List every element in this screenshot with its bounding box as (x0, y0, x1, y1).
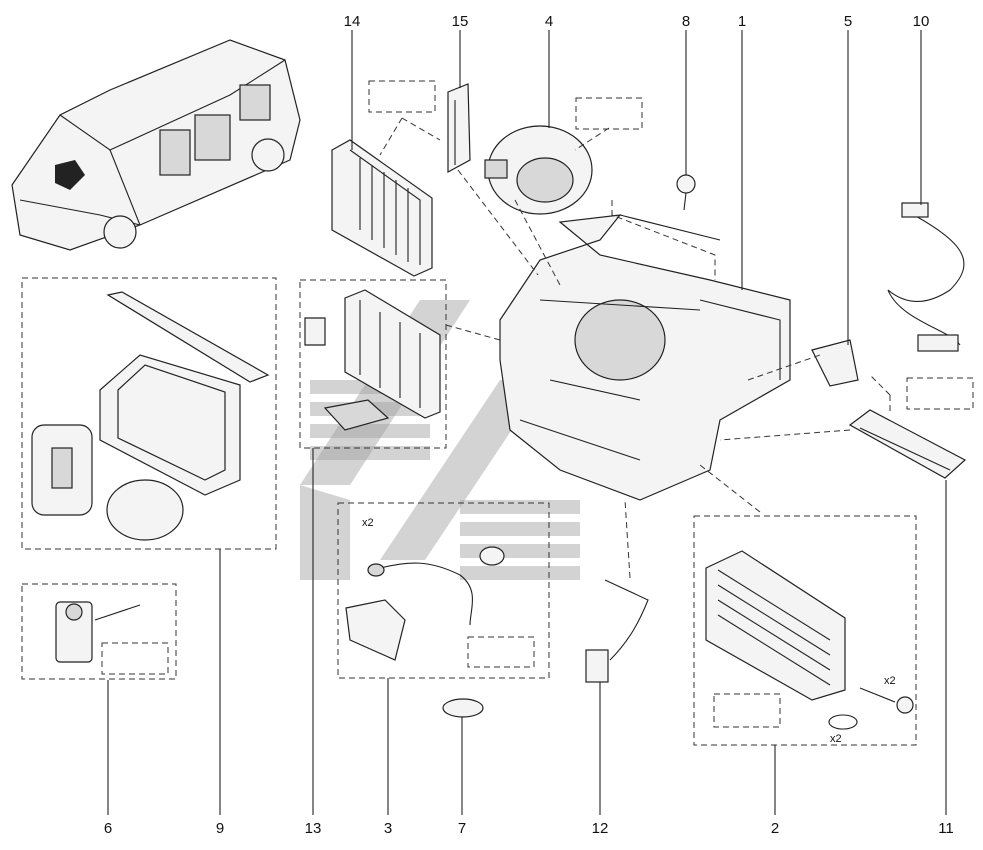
kit-box-9 (21, 277, 277, 550)
callout-9: 9 (216, 820, 224, 837)
part-12-sensor (585, 579, 649, 683)
callout-8: 8 (682, 13, 690, 30)
kit-box-13 (299, 279, 447, 449)
leader-lines (107, 30, 947, 815)
part-7-seal (442, 698, 484, 718)
label-box-5-11 (906, 377, 974, 410)
callout-10: 10 (913, 13, 930, 30)
part-10-wiring-harness (887, 202, 965, 352)
part-14-cabin-filter (331, 139, 433, 277)
callout-11: 11 (938, 820, 954, 837)
qty-tag-kit-2-seal: x2 (830, 733, 842, 745)
part-8-fastener (676, 174, 696, 211)
vehicle-illustration (11, 39, 301, 251)
kit-box-2 (693, 515, 917, 746)
qty-tag-kit-3: x2 (362, 517, 374, 529)
label-box-4 (575, 97, 643, 130)
part-5-resistor (811, 339, 859, 387)
callout-2: 2 (771, 820, 779, 837)
label-box-14-15 (368, 80, 436, 113)
callout-14: 14 (344, 13, 361, 30)
callout-6: 6 (104, 820, 112, 837)
assembly-arrows (379, 117, 891, 579)
callout-7: 7 (458, 820, 466, 837)
kit-box-3 (337, 502, 550, 679)
kit-box-6 (21, 583, 177, 680)
callout-15: 15 (452, 13, 469, 30)
part-15-filter-cover (447, 83, 471, 174)
callout-5: 5 (844, 13, 852, 30)
part-4-blower-fan (484, 125, 593, 215)
callout-13: 13 (305, 820, 322, 837)
callout-12: 12 (592, 820, 609, 837)
part-1-heater-assembly (499, 214, 791, 501)
qty-tag-kit-2-screw: x2 (884, 675, 896, 687)
callout-3: 3 (384, 820, 392, 837)
callout-4: 4 (545, 13, 553, 30)
part-11-heater-element (848, 409, 967, 479)
callout-1: 1 (738, 13, 746, 30)
